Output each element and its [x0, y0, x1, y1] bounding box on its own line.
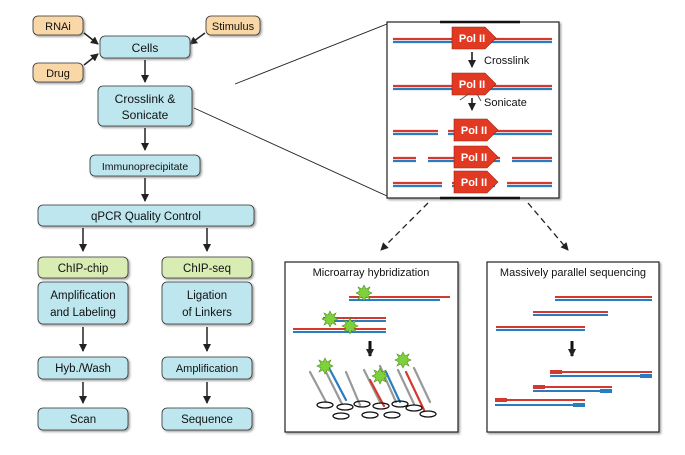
pol-ii-label-3: Pol II	[461, 125, 487, 137]
amplification-labeling-box: Amplification and Labeling	[37, 281, 129, 325]
chip-seq-step3: Sequence	[181, 414, 233, 426]
fluorophore-3	[341, 317, 359, 335]
microarray-title: Microarray hybridization	[313, 267, 430, 279]
crosslink-step-label: Crosslink	[484, 55, 530, 67]
stimulus-label: Stimulus	[212, 21, 255, 33]
scan-box: Scan	[37, 407, 129, 431]
rnai-label: RNAi	[45, 21, 71, 33]
qpcr-box: qPCR Quality Control	[37, 204, 255, 227]
immunoprecipitate-box: Immunoprecipitate	[89, 154, 201, 177]
chip-chip-step1-line1: Amplification	[50, 290, 115, 302]
fluorophore-1	[355, 284, 373, 302]
chip-chip-header: ChIP-chip	[58, 263, 109, 275]
seq-amplification-box: Amplification	[161, 356, 253, 380]
pol-ii-2: Pol II	[451, 72, 497, 96]
arrow-stimulus-cells	[189, 32, 206, 45]
drug-box: Drug	[32, 62, 84, 83]
crosslink-label-line1: Crosslink &	[115, 92, 176, 106]
ligation-box: Ligation of Linkers	[161, 281, 253, 325]
cells-label: Cells	[132, 41, 159, 55]
chip-chip-step3: Scan	[70, 414, 96, 426]
pol-ii-5: Pol II	[453, 170, 499, 194]
hyb-wash-box: Hyb./Wash	[37, 356, 129, 380]
stimulus-box: Stimulus	[205, 15, 261, 36]
rnai-box: RNAi	[32, 15, 84, 36]
zoom-line-top	[234, 23, 388, 85]
immunoprecipitate-label: Immunoprecipitate	[102, 161, 189, 173]
crosslink-label-line2: Sonicate	[122, 108, 169, 122]
arrow-rnai-cells	[83, 32, 99, 45]
crosslink-detail-panel: Pol II Crosslink Pol II Sonicate Pol II	[386, 20, 560, 200]
arrow-drug-cells	[83, 53, 99, 66]
chip-chip-header-box: ChIP-chip	[37, 256, 129, 279]
chip-seq-header-box: ChIP-seq	[161, 256, 253, 279]
pol-ii-1: Pol II	[451, 26, 497, 50]
sequencing-panel: Massively parallel sequencing	[486, 261, 660, 433]
drug-label: Drug	[46, 68, 70, 80]
dashed-arrow-to-microarray	[380, 202, 429, 251]
chip-seq-step1-line2: of Linkers	[182, 307, 232, 319]
chip-chip-step1-line2: and Labeling	[50, 307, 116, 319]
fluorophore-5	[371, 367, 389, 385]
cells-box: Cells	[99, 35, 191, 59]
fluorophore-2	[321, 310, 339, 328]
fluorophore-4	[316, 357, 334, 375]
pol-ii-label-4: Pol II	[461, 152, 487, 164]
chip-chip-step2: Hyb./Wash	[55, 363, 111, 375]
sonicate-step-label: Sonicate	[484, 97, 527, 109]
microarray-panel: Microarray hybridization	[284, 261, 459, 433]
pol-ii-4: Pol II	[453, 145, 499, 169]
sequence-box: Sequence	[161, 407, 253, 431]
pol-ii-label-2: Pol II	[459, 79, 485, 91]
zoom-line-bottom	[193, 107, 388, 197]
crosslink-box: Crosslink & Sonicate	[97, 85, 193, 127]
qpcr-label: qPCR Quality Control	[91, 211, 201, 223]
dashed-arrow-to-sequencing	[527, 202, 569, 251]
chip-seq-step2: Amplification	[176, 363, 238, 375]
pol-ii-label-5: Pol II	[461, 177, 487, 189]
chip-seq-step1-line1: Ligation	[187, 290, 227, 302]
chip-seq-header: ChIP-seq	[183, 263, 231, 275]
sequencing-title: Massively parallel sequencing	[500, 267, 646, 279]
pol-ii-3: Pol II	[453, 118, 499, 142]
pol-ii-label-1: Pol II	[459, 33, 485, 45]
fluorophore-6	[394, 351, 412, 369]
